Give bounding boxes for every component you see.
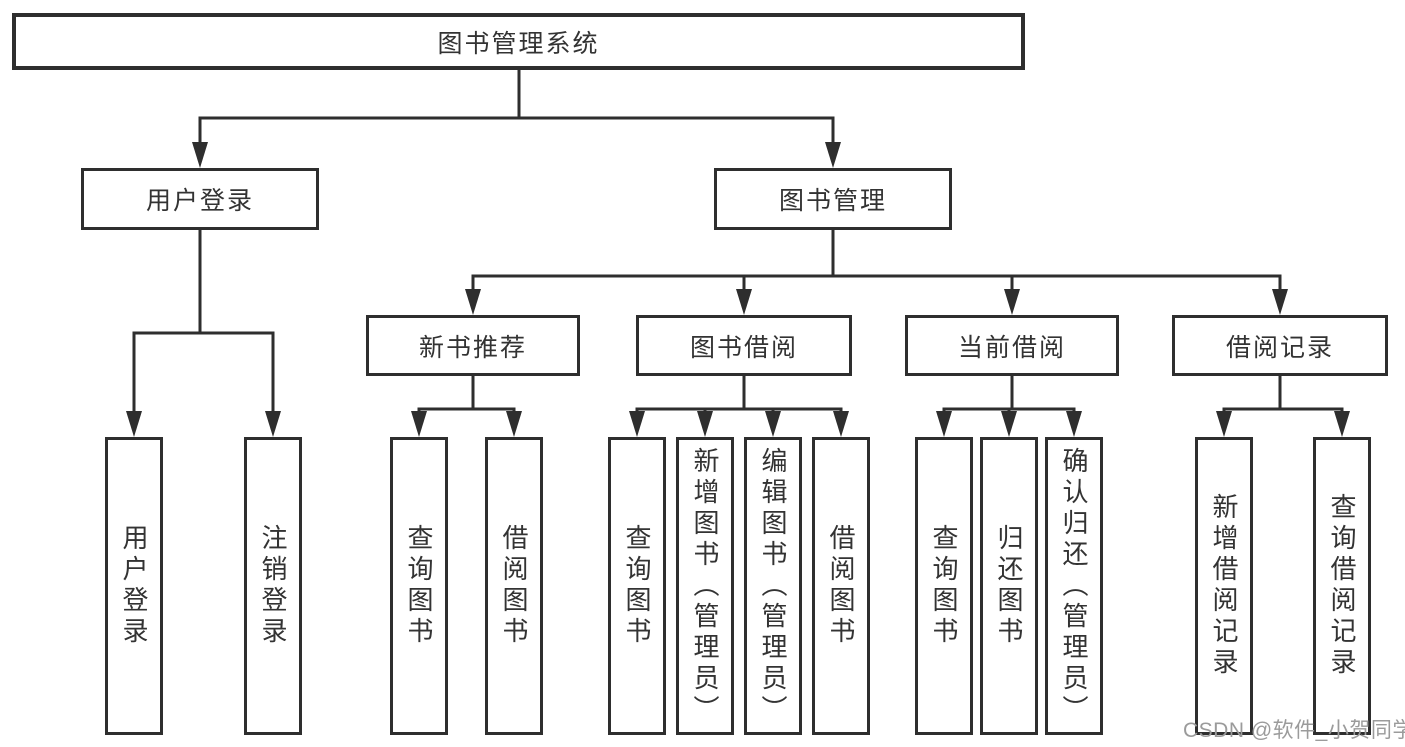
csdn-watermark: CSDN @软件_小贺同学 [1183,719,1405,742]
node-book-borrowing: 图书借阅 [636,315,852,376]
leaf-query-book-borrowing: 查询图书 [608,437,666,735]
leaf-add-borrow-record: 新增借阅记录 [1195,437,1253,735]
leaf-user-login: 用户登录 [105,437,163,735]
node-borrowing-records: 借阅记录 [1172,315,1388,376]
node-root-system: 图书管理系统 [12,13,1025,70]
leaf-query-book-current: 查询图书 [915,437,973,735]
leaf-logout: 注销登录 [244,437,302,735]
node-new-book-recommend: 新书推荐 [366,315,580,376]
node-user-login: 用户登录 [81,168,319,230]
leaf-confirm-return-admin: 确认归还（管理员） [1045,437,1103,735]
leaf-return-book: 归还图书 [980,437,1038,735]
node-current-borrowing: 当前借阅 [905,315,1119,376]
leaf-edit-book-admin: 编辑图书（管理员） [744,437,802,735]
leaf-borrow-book-borrowing: 借阅图书 [812,437,870,735]
leaf-add-book-admin: 新增图书（管理员） [676,437,734,735]
node-book-management: 图书管理 [714,168,952,230]
arrowheads [126,142,1350,437]
leaf-borrow-book-recommend: 借阅图书 [485,437,543,735]
leaf-query-borrow-record: 查询借阅记录 [1313,437,1371,735]
leaf-query-book-recommend: 查询图书 [390,437,448,735]
